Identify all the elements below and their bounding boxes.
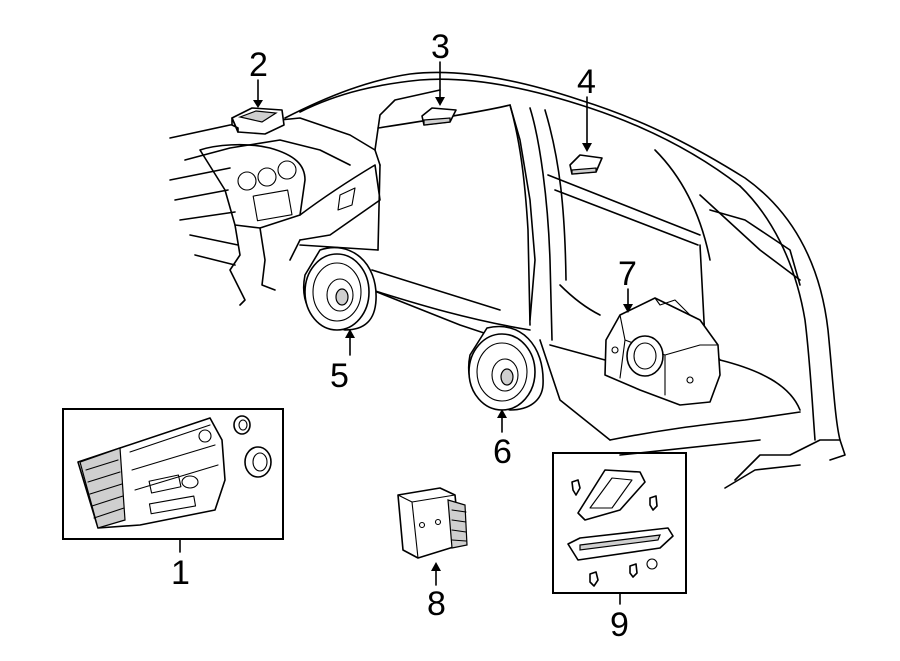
- radio-receiver-part-1: [62, 408, 284, 540]
- roof-module-part-3: [421, 107, 457, 126]
- callout-7: 7: [618, 255, 637, 293]
- part-1-box: [62, 408, 284, 540]
- callout-5: 5: [330, 357, 349, 395]
- callout-3: 3: [431, 28, 450, 66]
- roof-module-part-4: [569, 154, 603, 175]
- front-door-speaker-part-5: [303, 246, 377, 331]
- subwoofer-enclosure-part-7: [604, 297, 721, 406]
- callout-9: 9: [610, 606, 629, 644]
- callout-labels: 1 2 3 4 5 6 7 8 9: [171, 28, 637, 644]
- callout-2: 2: [249, 46, 268, 84]
- mounting-bracket-part-9: [552, 452, 687, 594]
- leader-lines: [179, 61, 633, 605]
- callout-1: 1: [171, 554, 190, 592]
- callout-8: 8: [427, 585, 446, 623]
- control-module-part-8: [397, 487, 468, 559]
- rear-door-speaker-part-6: [468, 325, 544, 411]
- callout-4: 4: [577, 63, 596, 101]
- vehicle-interior-outline: [169, 71, 846, 489]
- callout-6: 6: [493, 433, 512, 471]
- antenna-module-part-2: [231, 107, 285, 135]
